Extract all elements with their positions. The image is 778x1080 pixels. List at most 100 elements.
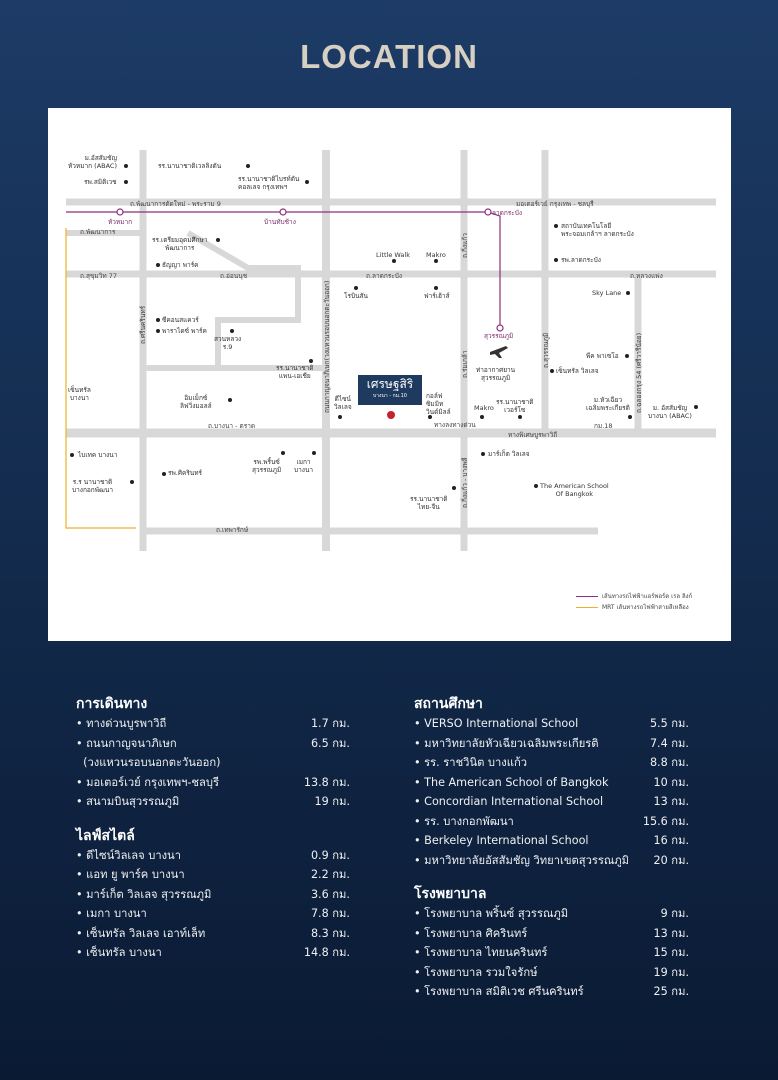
list-item: • ทางด่วนบูรพาวิถี1.7 กม. — [76, 717, 350, 730]
list-item: • สนามบินสุวรรณภูมิ19 กม. — [76, 795, 350, 808]
airplane-icon — [490, 346, 508, 358]
place-huachiew: ม.หัวเฉียว เฉลิมพระเกียรติ — [586, 396, 630, 412]
place-brighton: รร.นานาชาติไบรท์ตัน คอลเลจ กรุงเทพฯ — [238, 175, 300, 191]
location-map: ถ.พัฒนาการตัดใหม่ - พระราม 9 มอเตอร์เวย์… — [48, 108, 731, 641]
station-huamak — [116, 208, 124, 216]
road-label-sukhumvit77: ถ.สุขุมวิท 77 — [80, 272, 117, 280]
station-label-banthapchang: บ้านทับช้าง — [264, 218, 296, 226]
road-label-phatthanakan: ถ.พัฒนาการ — [80, 228, 116, 236]
list-item: • มอเตอร์เวย์ กรุงเทพฯ-ชลบุรี13.8 กม. — [76, 775, 350, 789]
place-abac-bangna: ม. อัสสัมชัญ บางนา (ABAC) — [648, 404, 692, 420]
list-item: • มหาวิทยาลัยอัสสัมชัญ วิทยาเขตสุวรรณภูม… — [414, 853, 689, 867]
left-column: การเดินทาง • ทางด่วนบูรพาวิถี1.7 กม. • ถ… — [76, 694, 350, 977]
place-littlewalk: Little Walk — [376, 251, 410, 259]
road-label-luangphaeng: ถ.หลวงแพ่ง — [630, 272, 663, 280]
place-central-bangna: เซ็นทรัล บางนา — [68, 386, 91, 402]
page-title: LOCATION — [300, 38, 478, 75]
section-hospital: โรงพยาบาล • โรงพยาบาล พริ้นซ์ สุวรรณภูมิ… — [414, 884, 689, 1002]
project-sub: บางนา - กม.10 — [373, 393, 407, 399]
road-label-onnut: ถ.อ่อนนุช — [220, 272, 248, 280]
legend-label: MRT เส้นทางรถไฟฟ้าสายสีเหลือง — [602, 604, 689, 611]
legend-line-yellow — [576, 607, 598, 608]
place-thaichin: รร.นานาชาติ ไทย-จีน — [410, 495, 448, 511]
station-suvarnabhumi — [496, 324, 504, 332]
road-label-rama9: ถ.พัฒนาการตัดใหม่ - พระราม 9 — [130, 200, 221, 208]
place-princ: รพ.พริ้นซ์ สุวรรณภูมิ — [252, 458, 282, 474]
place-golf: กอล์ฟ ซิมมิท วินด์มิลล์ — [426, 392, 451, 416]
project-marker: เศรษฐสิริ บางนา - กม.10 — [358, 375, 422, 405]
place-sikarin: รพ.ศิครินทร์ — [168, 469, 203, 477]
project-name: เศรษฐสิริ — [366, 377, 414, 391]
legend-mrt-yellow: MRT เส้นทางรถไฟฟ้าสายสีเหลือง — [576, 602, 692, 613]
section-title: สถานศึกษา — [414, 696, 483, 712]
place-thanya: ธัญญา พาร์ค — [162, 261, 199, 269]
map-roads — [65, 150, 716, 551]
place-central-village: เซ็นทรัล วิลเลจ — [556, 367, 599, 375]
place-suanluang: สวนหลวง ร.9 — [214, 335, 242, 351]
place-mega: เมกา บางนา — [294, 458, 314, 474]
list-item: • โรงพยาบาล ไทยนครินทร์15 กม. — [414, 946, 689, 959]
road-label-kingkaew: ถ.กิ่งแก้ว — [461, 233, 469, 258]
legend-line-purple — [576, 596, 598, 597]
legend-airport-link: เส้นทางรถไฟฟ้าแอร์พอร์ต เรล ลิงก์ — [576, 591, 692, 602]
road-label-km18: กม.18 — [594, 422, 613, 430]
legend-label: เส้นทางรถไฟฟ้าแอร์พอร์ต เรล ลิงก์ — [602, 593, 693, 600]
place-panasia: รร.นานาชาติ แพน-เอเชีย — [276, 364, 314, 380]
place-prepschool: รร.เตรียมอุดมศึกษา พัฒนาการ — [152, 236, 208, 252]
place-seacon: ซีคอนสแควร์ — [162, 316, 199, 324]
station-latkrabang — [484, 208, 492, 216]
station-label-latkrabang: ลาดกระบัง — [492, 209, 523, 217]
place-skylane: Sky Lane — [592, 289, 622, 297]
list-item: • โรงพยาบาล สมิติเวช ศรีนครินทร์25 กม. — [414, 985, 689, 998]
road-label-motorway: มอเตอร์เวย์ กรุงเทพ - ชลบุรี — [516, 200, 594, 208]
place-airport: ท่าอากาศยาน สุวรรณภูมิ — [476, 366, 516, 382]
road-label-srinakarin: ถ.ศรีนครินทร์ — [139, 305, 147, 344]
airport-rail-link — [66, 211, 501, 328]
place-bkkpattana: ร.ร นานาชาติ บางกอกพัฒนา — [72, 478, 113, 494]
place-robinson: โรบินสัน — [344, 292, 368, 300]
section-title: การเดินทาง — [76, 696, 148, 712]
list-item: • โรงพยาบาล พริ้นซ์ สุวรรณภูมิ9 กม. — [414, 907, 689, 920]
place-abac: ม.อัสสัมชัญ หัวหมาก (ABAC) — [68, 154, 118, 170]
list-item: • โรงพยาบาล รวมใจรักษ์19 กม. — [414, 965, 689, 979]
section-title: โรงพยาบาล — [414, 886, 487, 902]
map-legend: เส้นทางรถไฟฟ้าแอร์พอร์ต เรล ลิงก์ MRT เส… — [576, 591, 692, 613]
road-label-thepharak: ถ.เทพารักษ์ — [216, 526, 249, 534]
station-label-suvarnabhumi: สุวรรณภูมิ — [484, 332, 514, 340]
place-paseo: พีค พาเซโอ — [586, 352, 619, 360]
place-aeon: อิมเม็กซ์ ลิฟวิ่งมอลล์ — [180, 394, 212, 410]
place-wellington: รร.นานาชาติเวลลิงตัน — [158, 162, 222, 170]
section-transport: การเดินทาง • ทางด่วนบูรพาวิถี1.7 กม. • ถ… — [76, 694, 350, 812]
road-label-bangna-trad: ถ.บางนา - ตราด — [208, 422, 256, 430]
place-samitivej: รพ.สมิติเวช — [84, 178, 117, 186]
place-homepro: ฟาร์เฮ้าส์ — [424, 292, 450, 300]
place-american-school: The American School Of Bangkok — [540, 482, 609, 498]
place-market-village: มาร์เก็ต วิลเลจ — [488, 450, 530, 458]
list-item: • มาร์เก็ต วิลเลจ สุวรรณภูมิ3.6 กม. — [76, 887, 350, 901]
place-kmitl: สถาบันเทคโนโลยี พระจอมเกล้าฯ ลาดกระบัง — [561, 222, 634, 238]
road-label-burapha: ทางพิเศษบูรพาวิถี — [508, 431, 558, 439]
station-label-huamak: หัวหมาก — [108, 218, 133, 226]
list-item: • โรงพยาบาล ศิครินทร์13 กม. — [414, 926, 689, 940]
mrt-yellow-line — [65, 228, 136, 529]
list-item: (วงแหวนรอบนอกตะวันออก) — [76, 756, 221, 769]
place-latkrabanghosp: รพ.ลาดกระบัง — [561, 256, 601, 264]
place-makro2: Makro — [474, 404, 494, 412]
road-label-chalongkrung: ถ.ฉลองกรุง 54 (ศรีวารีน้อย) — [635, 332, 643, 413]
station-banthapchang — [279, 208, 287, 216]
list-item: • มหาวิทยาลัยหัวเฉียวเฉลิมพระเกียรติ7.4 … — [414, 736, 689, 750]
place-makro1: Makro — [426, 251, 446, 259]
